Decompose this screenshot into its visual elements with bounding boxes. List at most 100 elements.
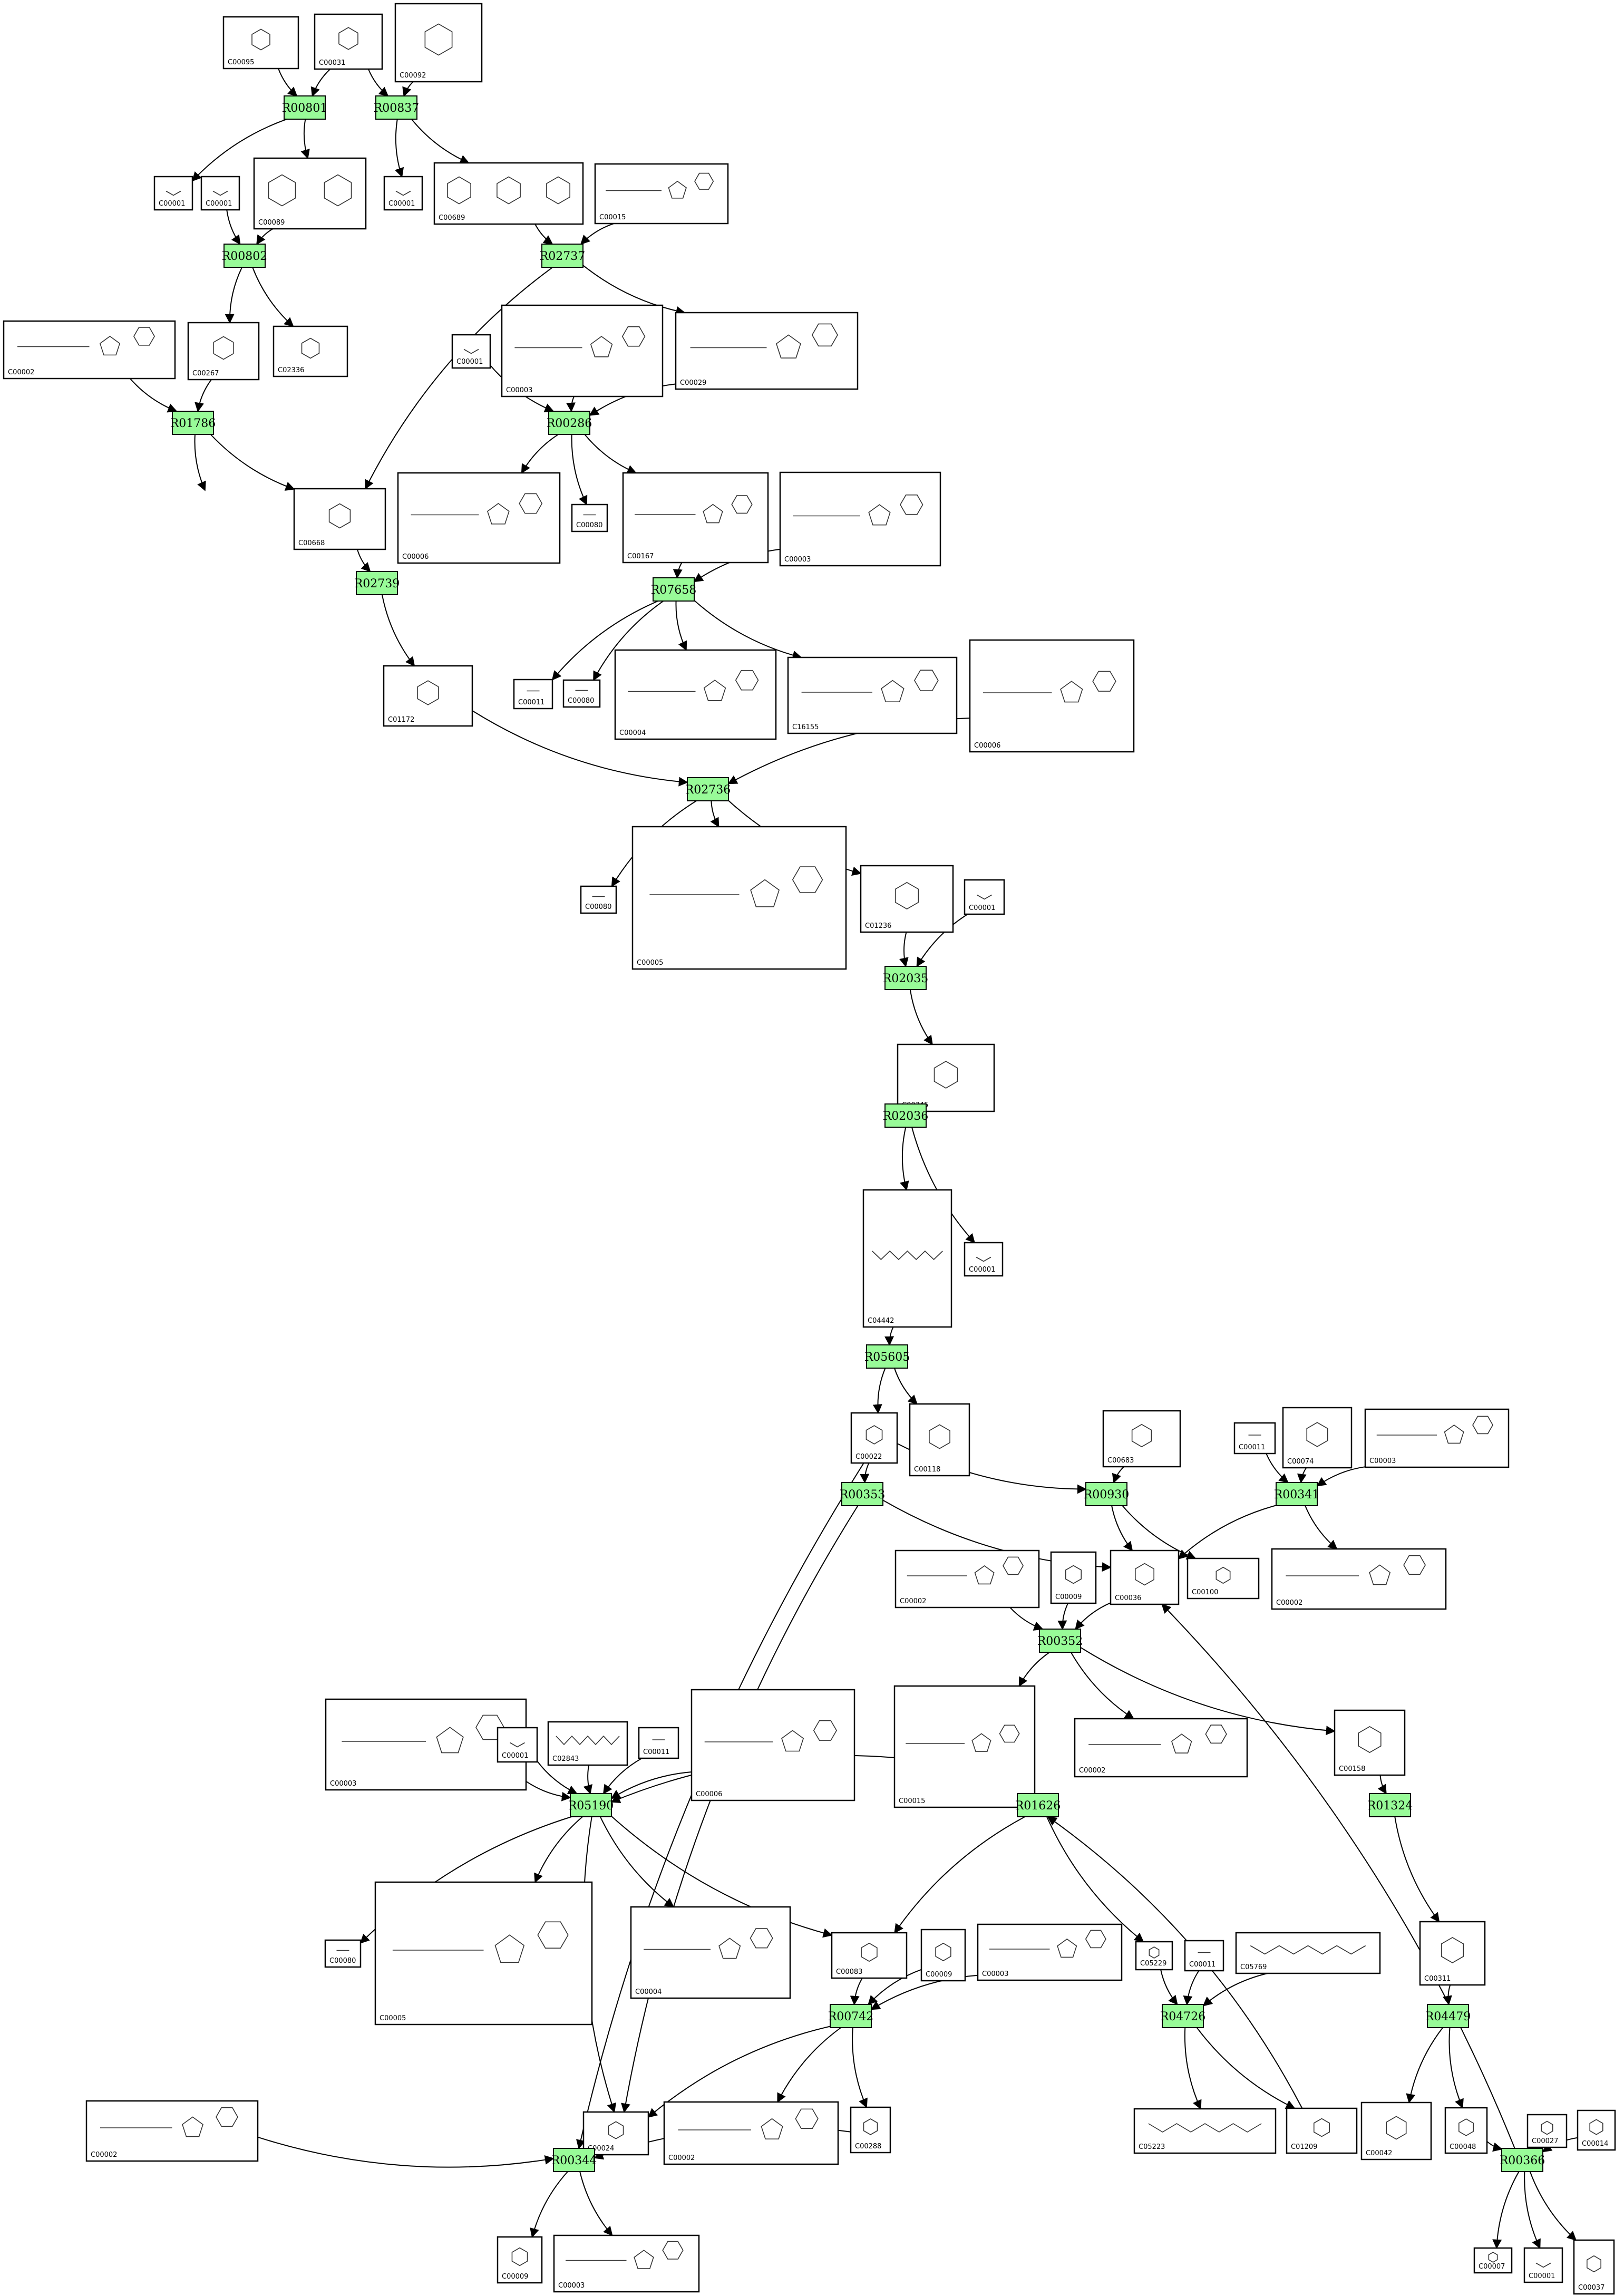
compound-node[interactable]: C02843 [547,1721,628,1766]
compound-node[interactable]: C00003 [553,2234,700,2293]
compound-node[interactable]: C00118 [909,1403,970,1477]
compound-node[interactable]: C00092 [394,3,483,83]
reaction-node[interactable]: R05190 [568,1793,614,1817]
reaction-node[interactable]: R00801 [282,95,328,120]
reaction-node[interactable]: R00352 [1037,1629,1083,1653]
compound-node[interactable]: C00002 [894,1549,1040,1609]
compound-node[interactable]: C00001 [383,176,423,211]
compound-node[interactable]: C00288 [850,2106,891,2154]
compound-node[interactable]: C00003 [1364,1408,1510,1468]
reaction-node[interactable]: R02036 [883,1103,929,1128]
reaction-node[interactable]: R04479 [1425,2004,1471,2028]
compound-node[interactable]: C00037 [1573,2239,1615,2295]
compound-node[interactable]: C00011 [1233,1422,1276,1455]
compound-node[interactable]: C00001 [153,176,193,211]
compound-node[interactable]: C00001 [497,1727,538,1763]
reaction-node[interactable]: R02736 [685,777,731,801]
compound-node[interactable]: C02336 [273,325,348,377]
compound-node[interactable]: C00001 [964,879,1005,915]
reaction-node[interactable]: R00341 [1274,1482,1320,1506]
reaction-node[interactable]: R02737 [540,244,586,268]
reaction-node[interactable]: R00353 [840,1482,886,1506]
compound-node[interactable]: C00004 [614,649,777,740]
compound-node[interactable]: C00001 [451,334,491,369]
reaction-node[interactable]: R04726 [1160,2004,1206,2028]
compound-node[interactable]: C00080 [324,1939,362,1968]
compound-node[interactable]: C00015 [893,1685,1036,1808]
compound-node[interactable]: C00024 [582,2111,649,2156]
compound-node[interactable]: C00668 [293,488,386,550]
reaction-node[interactable]: R00366 [1500,2148,1545,2172]
compound-node[interactable]: C04442 [862,1189,952,1328]
compound-node[interactable]: C00683 [1102,1410,1181,1468]
compound-node[interactable]: C00027 [1526,2114,1568,2148]
compound-node[interactable]: C00345 [897,1043,995,1112]
reaction-node[interactable]: R07658 [651,577,697,602]
compound-node[interactable]: C00003 [977,1923,1123,1981]
reaction-node[interactable]: R05605 [864,1344,910,1369]
compound-node[interactable]: C00006 [691,1689,855,1801]
compound-node[interactable]: C00007 [1473,2247,1513,2274]
compound-node[interactable]: C00011 [1184,1940,1224,1972]
compound-node[interactable]: C00006 [969,639,1135,753]
compound-node[interactable]: C00006 [397,472,561,564]
compound-node[interactable]: C00005 [631,826,847,970]
compound-node[interactable]: C00095 [222,16,299,70]
compound-node[interactable]: C00167 [622,472,769,564]
compound-node[interactable]: C00005 [374,1881,593,2026]
compound-node[interactable]: C00036 [1110,1549,1180,1605]
compound-node[interactable]: C00015 [594,163,729,225]
reaction-node[interactable]: R00742 [828,2004,874,2028]
compound-node[interactable]: C00009 [1050,1551,1097,1604]
compound-node[interactable]: C00267 [187,322,260,381]
compound-node[interactable]: C00004 [630,1906,791,1999]
compound-node[interactable]: C00022 [850,1412,898,1464]
compound-node[interactable]: C00080 [580,885,617,914]
compound-node[interactable]: C00689 [433,162,584,225]
compound-node[interactable]: C00014 [1577,2109,1616,2151]
reaction-node[interactable]: R02035 [883,966,929,990]
compound-node[interactable]: C00002 [85,2100,259,2162]
compound-node[interactable]: C00009 [920,1929,966,1982]
compound-node[interactable]: C00001 [200,176,240,211]
compound-node[interactable]: C00003 [325,1698,527,1791]
reaction-node[interactable]: R00837 [374,95,420,120]
reaction-node[interactable]: R00802 [222,244,268,268]
reaction-node[interactable]: R00344 [551,2148,597,2172]
compound-node[interactable]: C00029 [675,312,859,390]
compound-node[interactable]: C00011 [513,679,553,710]
compound-node[interactable]: C00074 [1282,1407,1353,1469]
reaction-node[interactable]: R01626 [1015,1793,1061,1817]
compound-node[interactable]: C00080 [562,679,601,708]
compound-node[interactable]: C00083 [831,1932,908,1979]
compound-node[interactable]: C00158 [1334,1709,1406,1776]
compound-node[interactable]: C00003 [501,304,664,398]
compound-node[interactable]: C00031 [314,13,383,70]
compound-node[interactable]: C01172 [383,665,473,727]
compound-node[interactable]: C00009 [497,2236,543,2284]
compound-node[interactable]: C00002 [3,320,176,380]
compound-node[interactable]: C00048 [1444,2107,1488,2154]
compound-node[interactable]: C01209 [1286,2107,1358,2154]
compound-node[interactable]: C00001 [1523,2247,1563,2283]
reaction-node[interactable]: R00286 [547,411,592,435]
compound-node[interactable]: C00001 [964,1242,1004,1277]
compound-node[interactable]: C01236 [860,865,954,933]
compound-node[interactable]: C05769 [1235,1932,1381,1974]
reaction-node[interactable]: R02739 [354,571,400,595]
compound-node[interactable]: C00011 [638,1727,679,1759]
compound-node[interactable]: C16155 [787,656,958,734]
reaction-node[interactable]: R01786 [170,411,216,435]
reaction-node[interactable]: R00930 [1084,1482,1130,1506]
compound-node[interactable]: C00002 [1271,1548,1447,1610]
compound-node[interactable]: C05229 [1135,1941,1173,1971]
compound-node[interactable]: C00042 [1360,2101,1432,2161]
compound-node[interactable]: C00100 [1187,1557,1260,1600]
compound-node[interactable]: C05223 [1133,2108,1277,2154]
compound-node[interactable]: C00080 [571,503,608,532]
compound-node[interactable]: C00089 [253,157,367,230]
compound-node[interactable]: C00003 [779,471,941,567]
reaction-node[interactable]: R01324 [1367,1793,1413,1817]
compound-node[interactable]: C00002 [663,2101,839,2165]
compound-node[interactable]: C00002 [1074,1718,1248,1778]
